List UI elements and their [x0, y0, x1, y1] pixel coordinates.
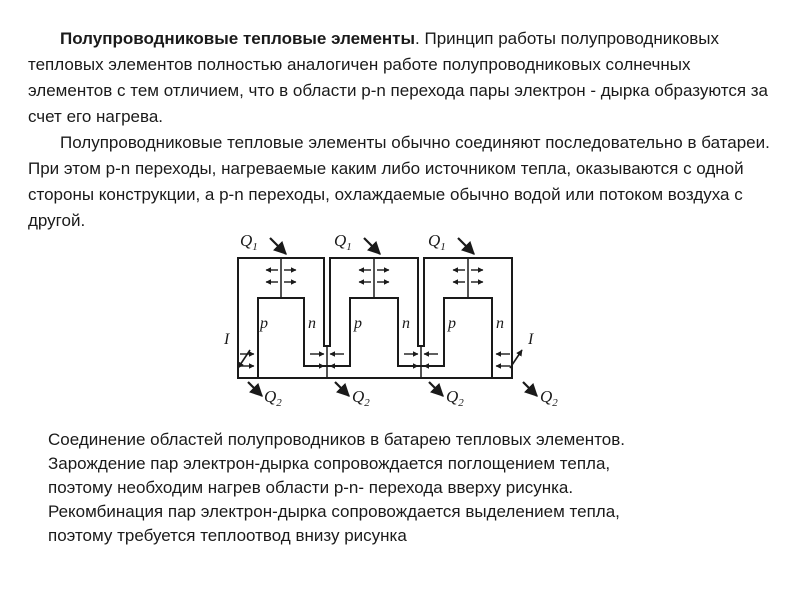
n-label: n: [402, 315, 410, 332]
caption-line: Зарождение пар электрон-дырка сопровожда…: [48, 454, 611, 473]
caption-line: Соединение областей полупроводников в ба…: [48, 430, 626, 449]
paragraph-1-body: . Принцип работы полупроводниковых тепло…: [28, 29, 769, 126]
caption-line: поэтому необходим нагрев области p-n- пе…: [48, 478, 574, 497]
n-label: n: [308, 315, 316, 332]
p-label: p: [353, 315, 362, 332]
caption-line: поэтому требуется теплоотвод внизу рисун…: [48, 526, 407, 545]
heat-input-arrows: [269, 237, 475, 255]
bottom-junction-arrows: [240, 351, 510, 369]
current-labels: I I: [223, 331, 534, 348]
svg-text:Q2: Q2: [540, 387, 558, 409]
paragraph-1-heading: Полупроводниковые тепловые элементы: [60, 29, 416, 48]
q1-labels: Q1 Q1 Q1: [240, 231, 446, 253]
current-label-left: I: [223, 331, 230, 348]
intro-text: Полупроводниковые тепловые элементы. При…: [28, 26, 773, 234]
svg-text:Q1: Q1: [428, 231, 446, 253]
thermoelement-battery-diagram: Q1 Q1 Q1 Q2 Q2 Q2 Q2 p n p n p n I I: [223, 231, 558, 409]
n-label: n: [496, 315, 504, 332]
pn-labels: p n p n p n: [259, 315, 504, 332]
current-arrows: [237, 349, 523, 369]
caption: Соединение областей полупроводников в ба…: [48, 428, 778, 548]
current-label-right: I: [527, 331, 534, 348]
caption-line: Рекомбинация пар электрон-дырка сопровож…: [48, 502, 620, 521]
svg-text:Q2: Q2: [446, 387, 464, 409]
inner-outline: [257, 297, 493, 378]
p-label: p: [447, 315, 456, 332]
svg-text:Q1: Q1: [240, 231, 258, 253]
p-label: p: [259, 315, 268, 332]
svg-text:Q1: Q1: [334, 231, 352, 253]
outer-outline: [237, 257, 513, 379]
paragraph-2: Полупроводниковые тепловые элементы обыч…: [28, 133, 770, 230]
paragraph-1: Полупроводниковые тепловые элементы. При…: [28, 26, 773, 130]
svg-text:Q2: Q2: [352, 387, 370, 409]
heat-output-arrows: [247, 381, 538, 397]
top-junction-arrows: [265, 267, 484, 285]
svg-text:Q2: Q2: [264, 387, 282, 409]
q2-labels: Q2 Q2 Q2 Q2: [264, 387, 558, 409]
